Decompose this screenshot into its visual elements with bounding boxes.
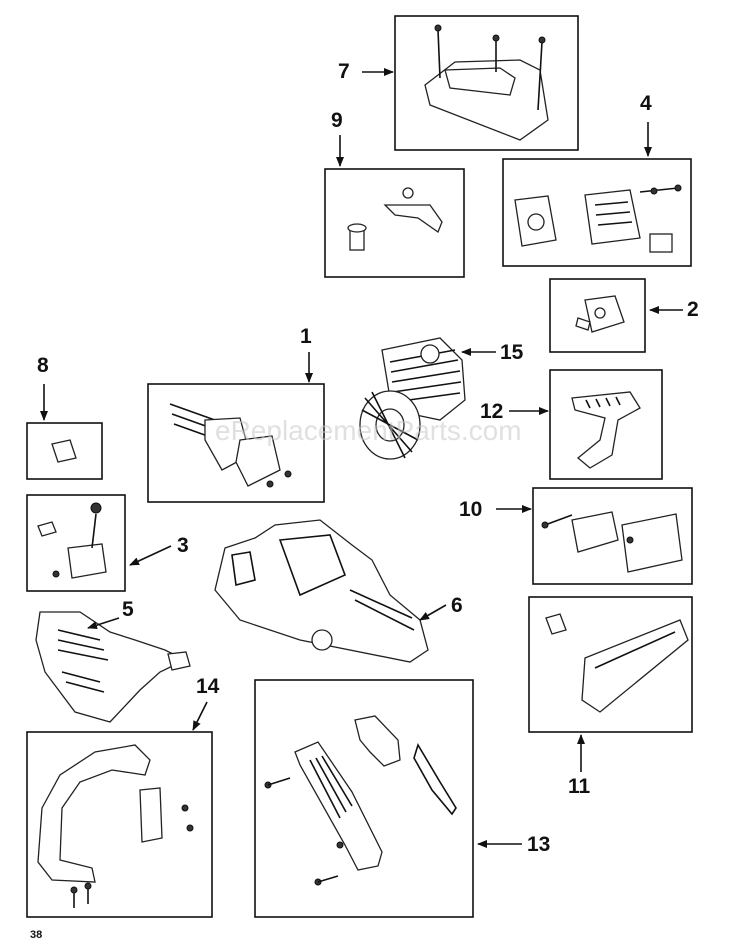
part-9-throttle-assembly[interactable] — [324, 168, 465, 278]
callout-7-label: 7 — [338, 60, 350, 83]
part-5-starter-housing[interactable] — [35, 611, 191, 723]
callout-14: 14 — [192, 675, 220, 731]
callout-4-label: 4 — [640, 92, 652, 115]
callout-9: 9 — [331, 109, 344, 167]
part-4-air-filter[interactable] — [502, 158, 692, 267]
part-13-rear-guard[interactable] — [254, 679, 474, 918]
callout-4: 4 — [640, 92, 652, 157]
part-14-front-handle[interactable] — [26, 731, 213, 918]
callout-6: 6 — [419, 594, 463, 621]
callout-11-label: 11 — [568, 775, 591, 798]
part-10-bar-plates[interactable] — [532, 487, 693, 585]
callout-2-label: 2 — [687, 298, 699, 321]
callout-7: 7 — [338, 60, 394, 83]
callout-15-label: 15 — [500, 341, 524, 364]
callout-12-label: 12 — [480, 400, 503, 423]
page-number: 38 — [30, 929, 42, 941]
callout-3-label: 3 — [177, 534, 189, 557]
callout-10: 10 — [459, 498, 532, 521]
part-2-carburetor[interactable] — [549, 278, 646, 353]
callout-13-label: 13 — [527, 833, 550, 856]
part-11-guide-bar[interactable] — [528, 596, 693, 733]
callout-15: 15 — [461, 341, 524, 364]
callout-10-label: 10 — [459, 498, 482, 521]
callout-11: 11 — [568, 734, 591, 798]
callout-9-label: 9 — [331, 109, 343, 132]
callout-8-label: 8 — [37, 354, 49, 377]
part-6-crankcase[interactable] — [214, 519, 429, 663]
callout-14-label: 14 — [196, 675, 220, 698]
callout-2: 2 — [649, 298, 699, 321]
part-8-switch[interactable] — [26, 422, 103, 480]
part-15-engine[interactable] — [359, 337, 466, 460]
callout-8: 8 — [37, 354, 49, 421]
part-12-chain-brake[interactable] — [549, 369, 663, 480]
callout-12: 12 — [480, 400, 549, 423]
part-7-top-cover[interactable] — [394, 15, 579, 151]
callout-5-label: 5 — [122, 598, 134, 621]
part-1-ignition-assembly[interactable] — [147, 383, 325, 503]
watermark: eReplacementParts.com — [215, 415, 522, 446]
callout-6-label: 6 — [451, 594, 463, 617]
callout-13: 13 — [477, 833, 550, 856]
callout-1-label: 1 — [300, 325, 312, 348]
callout-1: 1 — [300, 325, 313, 383]
callout-3: 3 — [129, 534, 189, 566]
callout-5: 5 — [87, 598, 134, 630]
part-3-ignition-module[interactable] — [26, 494, 126, 592]
